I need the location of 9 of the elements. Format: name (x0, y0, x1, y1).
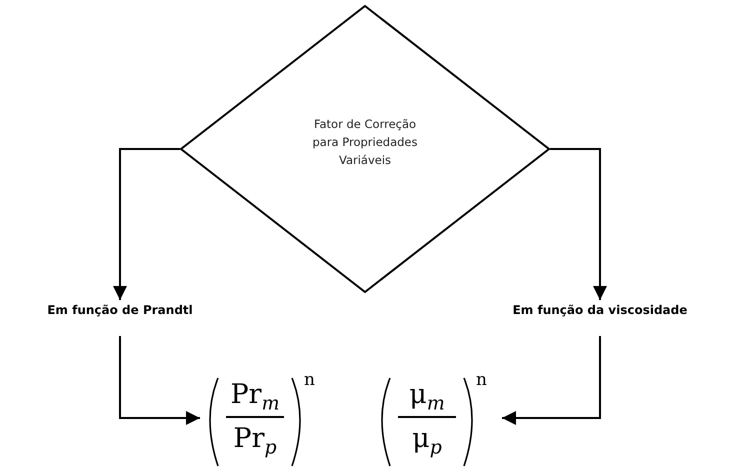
branch-label: Em função de Prandtl (46, 302, 194, 319)
decision-text: Fator de Correção para Propriedades Variáveis (311, 116, 419, 169)
formula: Pr$_{m}$ Pr$_{p}$ n (200, 370, 330, 470)
arrow (550, 148, 607, 300)
branch-label: Em função da viscosidade (512, 302, 688, 319)
arrow (502, 336, 601, 425)
formula: μ$_{m}$ μ$_{p}$ n (372, 370, 502, 470)
arrow (113, 148, 180, 300)
arrow (119, 336, 200, 425)
